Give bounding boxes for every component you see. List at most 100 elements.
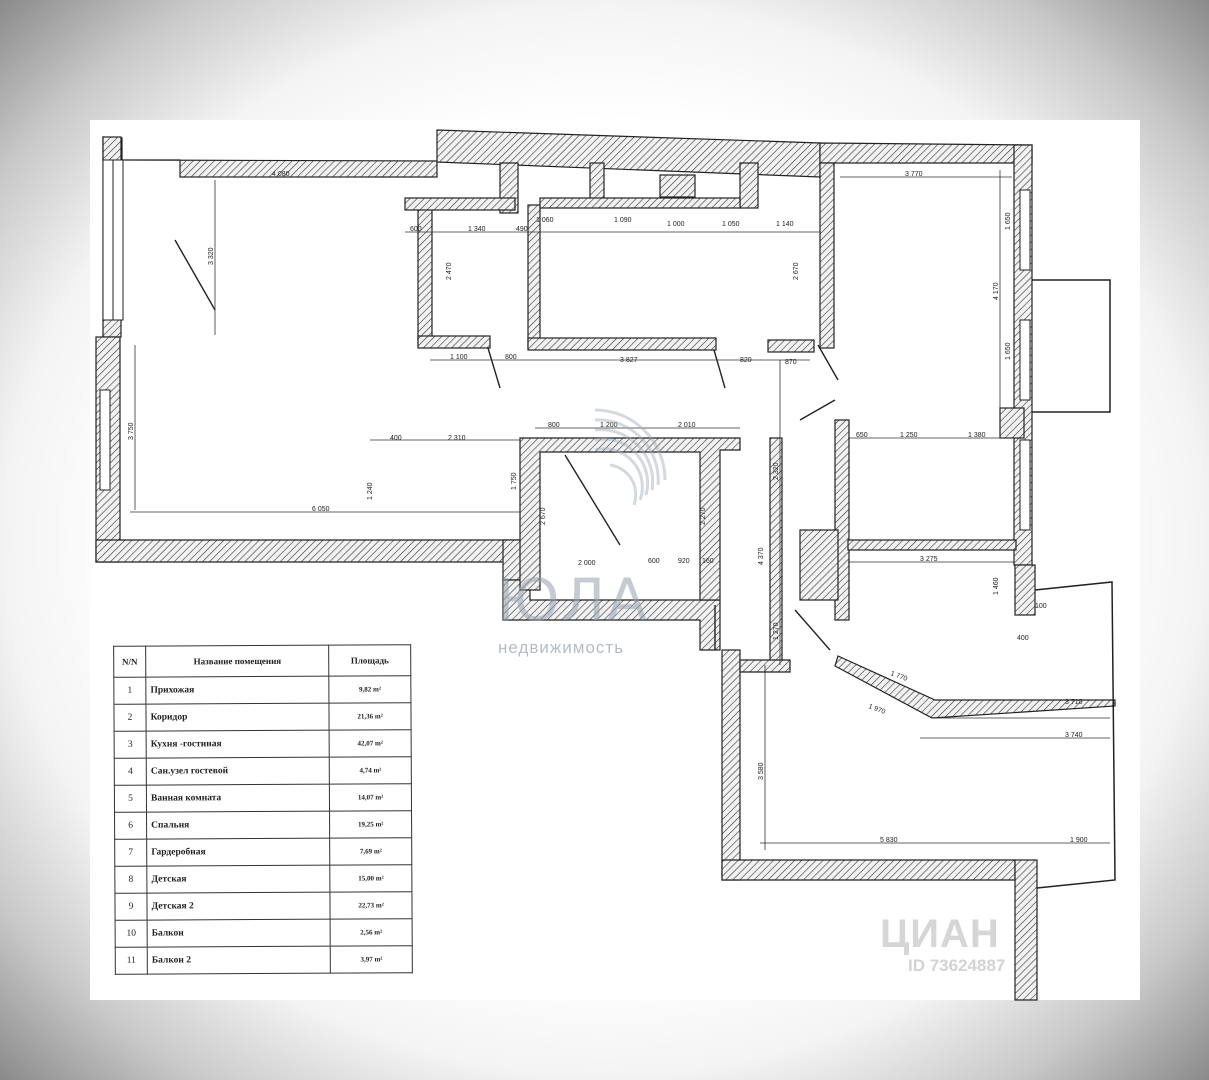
dim-2270: 2 270 [700, 507, 707, 525]
dim-400-right: 400 [1017, 635, 1029, 642]
legend-cell-name: Балкон 2 [147, 946, 331, 975]
dim-low-600: 600 [648, 558, 660, 565]
dim-left-h1: 3 320 [208, 247, 215, 265]
legend-cell-number: 3 [114, 731, 147, 759]
dimension-lines [130, 170, 1110, 850]
legend-cell-name: Спальня [146, 811, 330, 840]
dim-5830: 5 830 [880, 837, 898, 844]
dim-1090: 1 090 [614, 217, 632, 224]
yula-watermark: ЮЛА [497, 566, 649, 634]
cian-listing-id: ID 73624887 [908, 956, 1006, 975]
legend-cell-number: 7 [114, 839, 147, 867]
dim-1900: 1 900 [1070, 837, 1088, 844]
legend-cell-area: 22,73 m² [330, 891, 413, 920]
balconies [1032, 279, 1116, 889]
legend-cell-number: 8 [114, 866, 148, 894]
legend-cell-name: Детская 2 [147, 892, 331, 921]
legend-cell-number: 6 [114, 812, 147, 840]
dim-top-right: 3 770 [905, 171, 923, 178]
legend-cell-number: 5 [114, 785, 147, 813]
legend-header-row: N/N Название помещения Площадь [113, 644, 411, 678]
legend-cell-number: 11 [115, 947, 148, 975]
legend-cell-number: 10 [115, 920, 148, 948]
dim-1270: 1 270 [773, 622, 780, 640]
dim-2000: 2 000 [578, 560, 596, 567]
dim-600: 600 [410, 226, 422, 233]
dim-2670: 2 670 [793, 262, 800, 280]
dim-2320: 2 320 [773, 462, 780, 480]
dim-800: 800 [505, 354, 517, 361]
legend-cell-area: 3,97 m² [330, 945, 413, 974]
dim-1140: 1 140 [776, 221, 794, 228]
dim-650: 650 [856, 432, 868, 439]
inner-walls [404, 162, 1116, 719]
dim-1050: 1 050 [722, 221, 740, 228]
dim-490: 490 [516, 226, 528, 233]
dim-1100: 1 100 [450, 354, 468, 361]
legend-cell-name: Ванная комната [146, 784, 330, 813]
doors [174, 239, 839, 651]
dim-1380: 1 380 [968, 432, 986, 439]
dim-1650a: 1 650 [1005, 212, 1012, 230]
yula-watermark-subtitle: недвижимость [498, 638, 625, 657]
dim-3710: 3 710 [1065, 699, 1083, 706]
dim-4370: 4 370 [758, 547, 765, 565]
legend-header-name: Название помещения [145, 645, 330, 678]
dim-3580: 3 580 [758, 762, 765, 780]
dim-1200: 1 200 [600, 422, 618, 429]
legend-cell-area: 21,36 m² [329, 702, 412, 731]
dim-left-h2: 3 750 [128, 422, 135, 440]
legend-cell-name: Коридор [146, 703, 330, 732]
dim-low-800: 800 [548, 422, 560, 429]
legend-cell-area: 19,25 m² [329, 810, 412, 839]
dim-2470: 2 470 [446, 262, 453, 280]
legend-cell-number: 9 [114, 893, 148, 921]
dim-6050: 6 050 [312, 506, 330, 513]
legend-cell-name: Прихожая [145, 676, 330, 705]
legend-cell-name: Сан.узел гостевой [146, 757, 330, 786]
legend-cell-number: 4 [114, 758, 147, 786]
dim-low-2670: 2 670 [540, 507, 547, 525]
dim-820: 820 [740, 357, 752, 364]
dim-1340: 1 340 [468, 226, 486, 233]
dim-3827: 3 827 [620, 357, 638, 364]
legend-cell-name: Кухня -гостиная [146, 730, 330, 759]
dim-2010: 2 010 [678, 422, 696, 429]
legend-cell-number: 1 [113, 677, 147, 705]
legend-cell-area: 2,56 m² [330, 918, 413, 947]
dim-1650b: 1 650 [1005, 342, 1012, 360]
legend-cell-area: 14,07 m² [329, 783, 412, 812]
legend-cell-name: Гардеробная [146, 838, 331, 867]
legend-cell-area: 9,82 m² [329, 675, 411, 704]
legend-cell-name: Балкон [147, 919, 331, 948]
legend-cell-area: 4,74 m² [329, 756, 412, 785]
dim-3275: 3 275 [920, 556, 938, 563]
dim-160: 160 [702, 558, 714, 565]
dim-1060: 1 060 [536, 217, 554, 224]
legend-cell-number: 2 [113, 704, 147, 732]
legend-header-area: Площадь [328, 644, 411, 677]
dim-2310: 2 310 [448, 435, 466, 442]
dim-1750: 1 750 [511, 472, 518, 490]
legend-header-n: N/N [113, 646, 146, 678]
dim-4170: 4 170 [993, 282, 1000, 300]
dim-1240: 1 240 [367, 482, 374, 500]
windows [99, 159, 1031, 531]
dim-100: 100 [1035, 603, 1047, 610]
dim-1460: 1 460 [993, 577, 1000, 595]
dim-top-left: 4 080 [272, 171, 290, 178]
